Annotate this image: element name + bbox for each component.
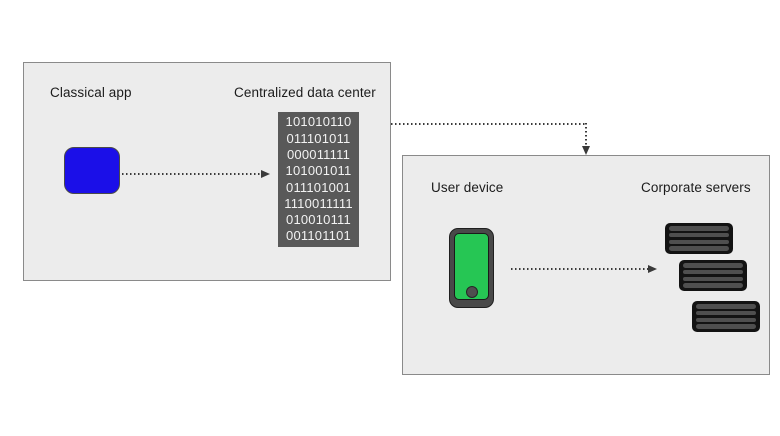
user-device-label: User device [431,180,504,195]
datacenter-label: Centralized data center [234,85,376,100]
panel-connector-vertical-line [585,123,587,146]
server-slot [669,226,729,231]
classical-panel: Classical app Centralized data center 10… [23,62,391,281]
server-slot [669,246,729,251]
server-slot [669,232,729,238]
server-slot [683,263,743,268]
datacenter-binary-box: 101010110 011101011 000011111 101001011 … [278,112,359,247]
phone-home-button-icon [465,286,478,298]
server-slot [683,269,743,275]
arrowhead-right-icon [648,264,657,273]
arrowhead-down-icon [581,146,590,155]
server-icon [679,260,747,291]
server-icon [665,223,733,254]
binary-row: 010010111 [286,212,351,228]
app-to-datacenter-arrow [122,169,270,178]
binary-row: 001101101 [286,228,351,244]
server-slot [696,304,756,309]
server-slot [696,324,756,329]
dotted-line [511,267,648,270]
server-slot [696,317,756,323]
phone-icon [449,228,494,308]
server-icon [692,301,760,332]
server-slot [669,239,729,245]
classical-app-label: Classical app [50,85,132,100]
server-slot [683,276,743,282]
user-device-panel: User device Corporate servers [402,155,770,375]
server-slot [683,283,743,288]
binary-row: 011101001 [286,179,351,195]
binary-row: 101001011 [285,163,352,179]
binary-row: 101010110 [285,114,352,130]
binary-row: 011101011 [286,130,351,146]
device-to-servers-arrow [511,264,657,273]
binary-row: 1110011111 [284,195,353,211]
corporate-servers-label: Corporate servers [641,180,751,195]
dotted-line [122,172,261,175]
classical-app-icon [64,147,120,194]
panel-connector-horizontal-line [391,123,586,125]
server-slot [696,310,756,316]
arrowhead-right-icon [261,169,270,178]
binary-row: 000011111 [286,146,350,162]
